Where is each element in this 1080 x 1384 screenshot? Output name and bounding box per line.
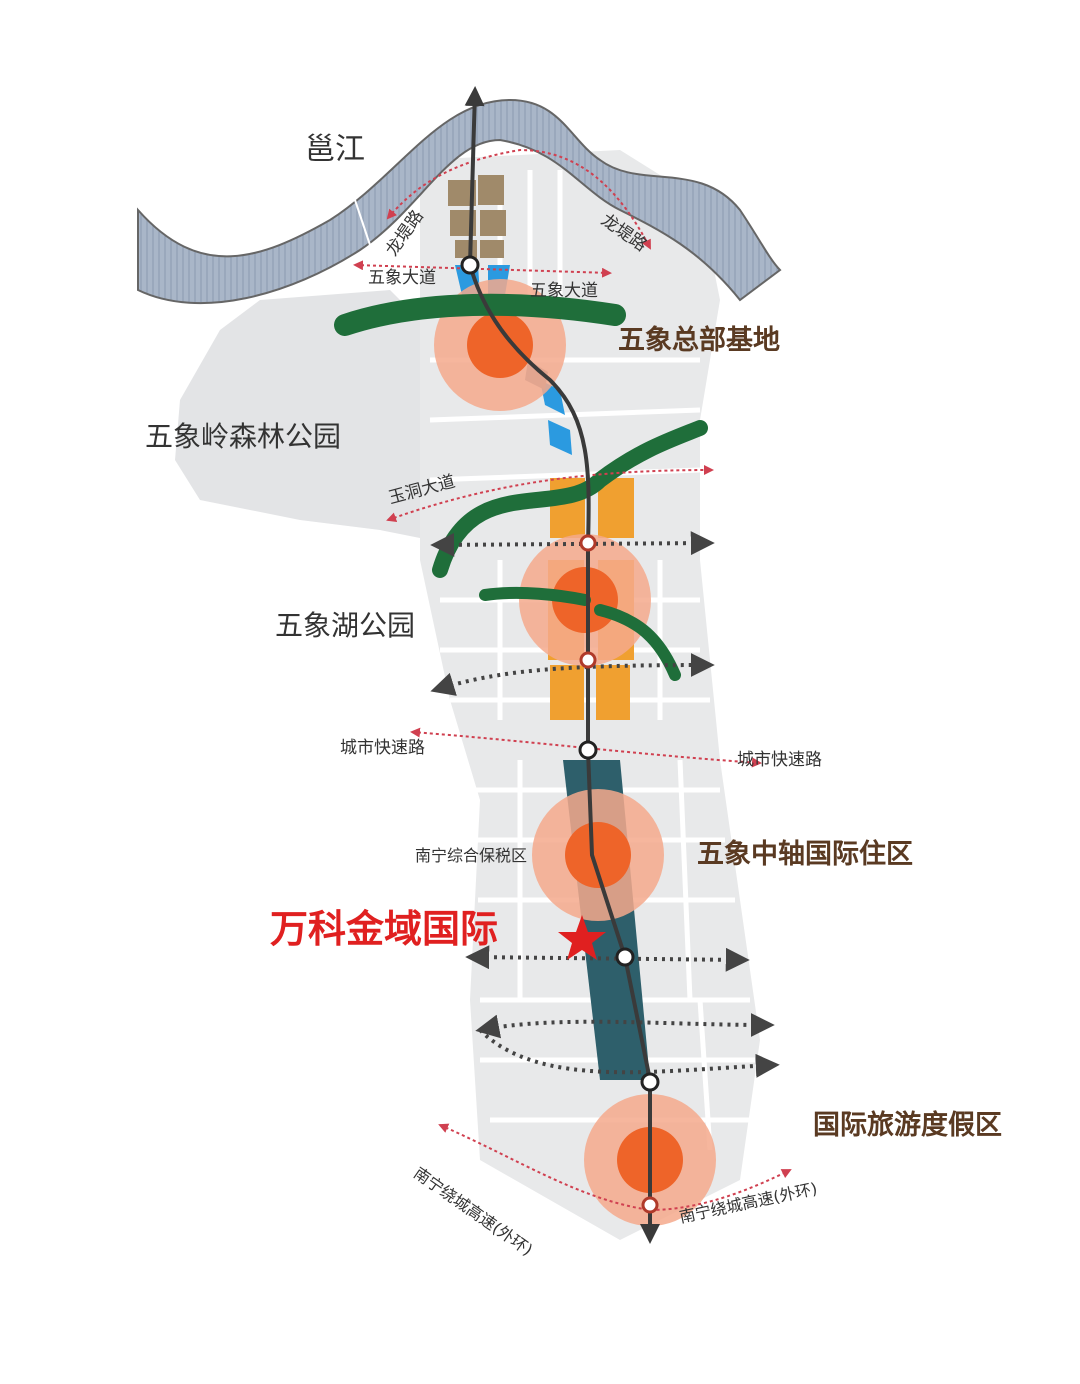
park-label-forest: 五象岭森林公园 (145, 420, 342, 453)
zone-label-resort: 国际旅游度假区 (813, 1110, 1002, 1141)
highlight-label: 万科金域国际 (270, 907, 499, 951)
road-label-wuxiang-right: 五象大道 (530, 281, 598, 301)
road-label-expressway-right: 城市快速路 (737, 750, 822, 770)
road-label-wuxiang-left: 五象大道 (368, 268, 436, 288)
zone-label-residential: 五象中轴国际住区 (697, 839, 913, 870)
park-label-lake: 五象湖公园 (275, 609, 416, 642)
stations (460, 255, 660, 1214)
zone-label-bonded: 南宁综合保税区 (415, 846, 528, 865)
zone-label-hq: 五象总部基地 (618, 325, 780, 356)
road-label-expressway-left: 城市快速路 (340, 738, 425, 758)
star-icon (558, 915, 606, 960)
river-label: 邕江 (305, 132, 365, 167)
